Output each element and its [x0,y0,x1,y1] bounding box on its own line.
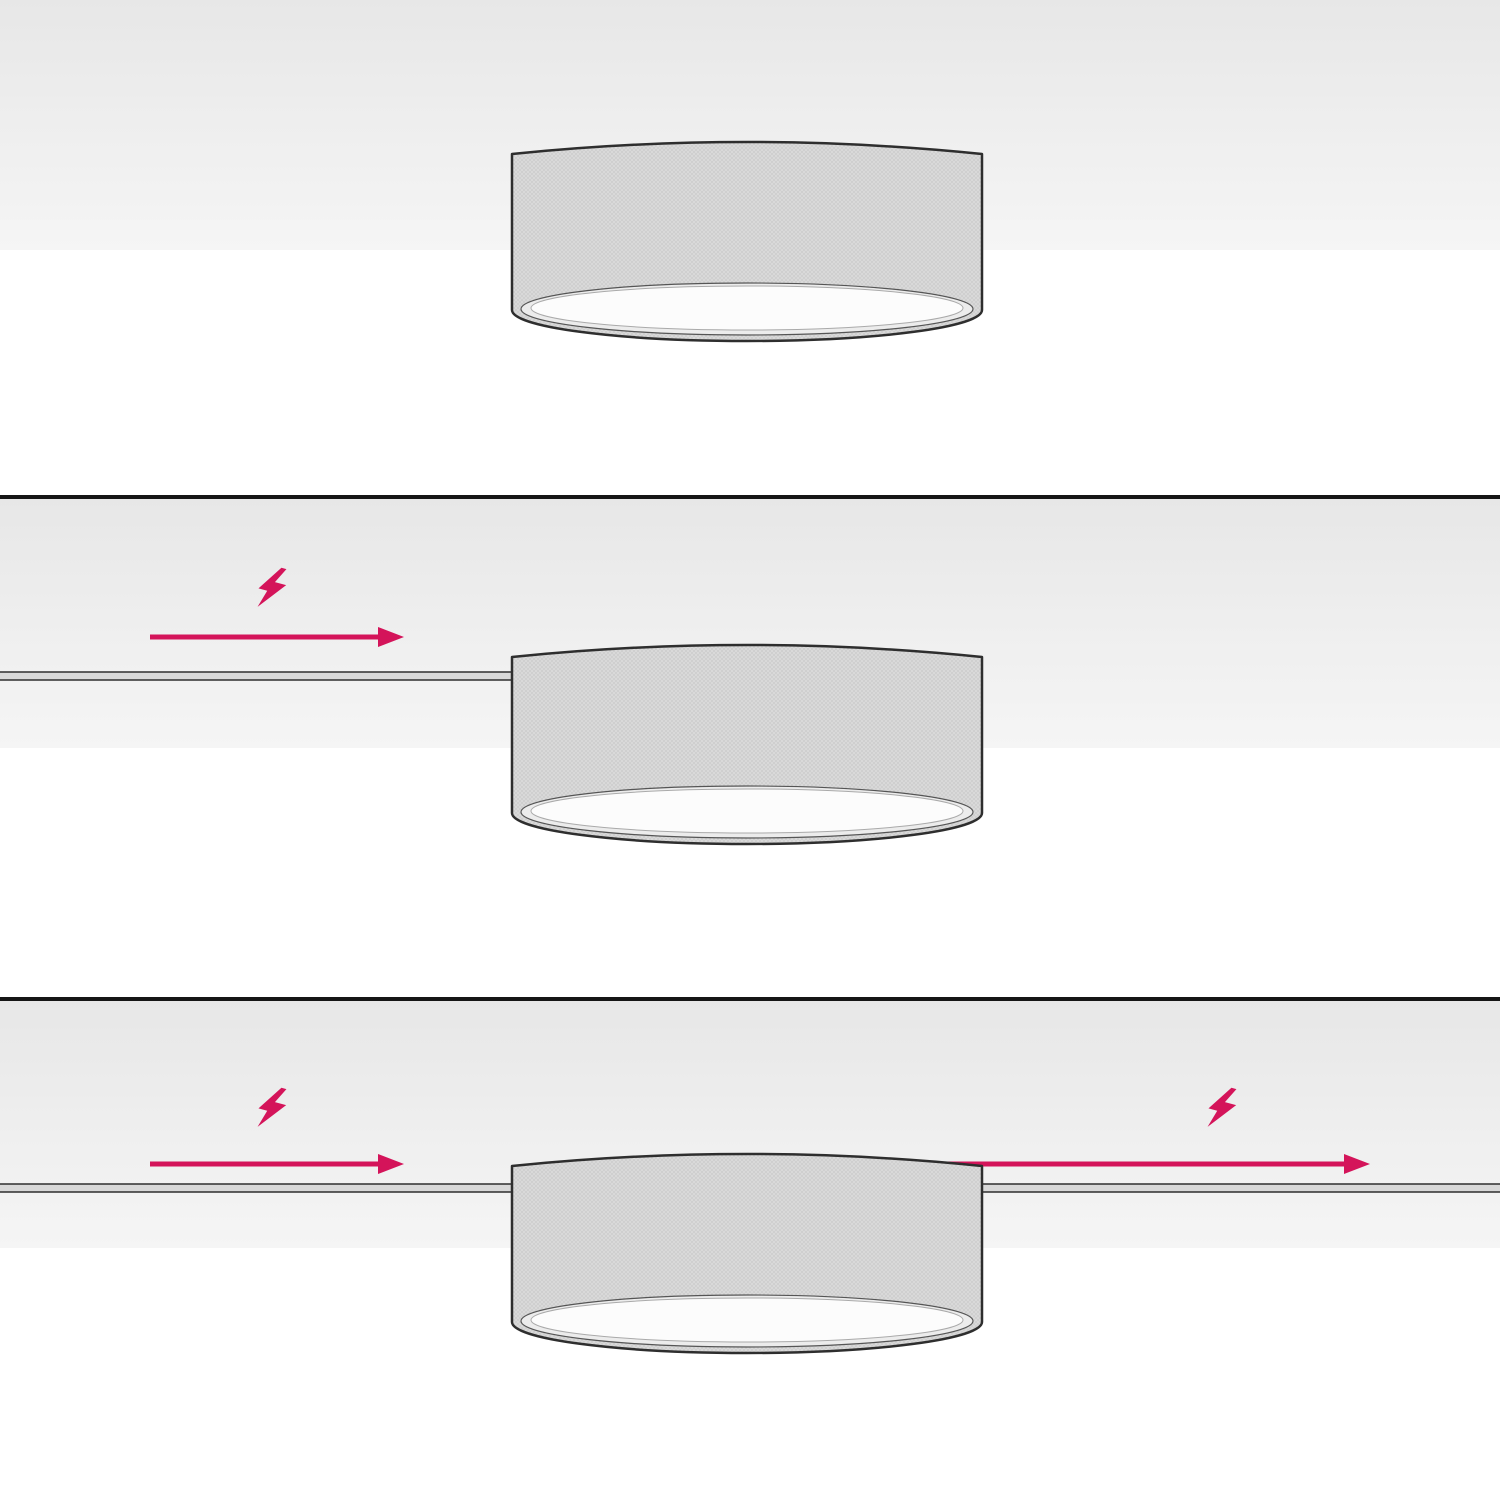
panel-divider [0,495,1500,499]
power-cable-right [977,1183,1500,1193]
panel-lamp-cable-in [0,499,1500,997]
electric-flow-indicator-left [150,1083,404,1174]
arrow-head-icon [378,627,404,647]
power-cable-left [0,671,517,681]
panel-lamp-no-cable [0,0,1500,495]
arrow-head-icon [378,1154,404,1174]
cable-line [977,1183,1500,1193]
drum-ceiling-lamp [510,140,984,343]
panel-scene [0,563,984,846]
panel-scene [0,1083,1500,1355]
power-cable-left [0,1183,517,1193]
panel-divider [0,997,1500,1001]
lightning-bolt-wrap [1203,1083,1241,1133]
lightning-bolt-wrap [253,1083,291,1133]
lightning-bolt-icon [1203,1083,1241,1133]
cable-line [0,1183,517,1193]
panel-scene [510,140,984,343]
lightning-bolt-wrap [253,563,291,613]
arrow-head-icon [1344,1154,1370,1174]
cable-line [0,671,517,681]
drum-ceiling-lamp [510,643,984,846]
drum-ceiling-lamp [510,1152,984,1355]
electric-flow-indicator-left [150,563,404,647]
panel-lamp-cable-through [0,1001,1500,1500]
electric-flow-indicator-right [905,1083,1370,1174]
lightning-bolt-icon [253,563,291,613]
lightning-bolt-icon [253,1083,291,1133]
